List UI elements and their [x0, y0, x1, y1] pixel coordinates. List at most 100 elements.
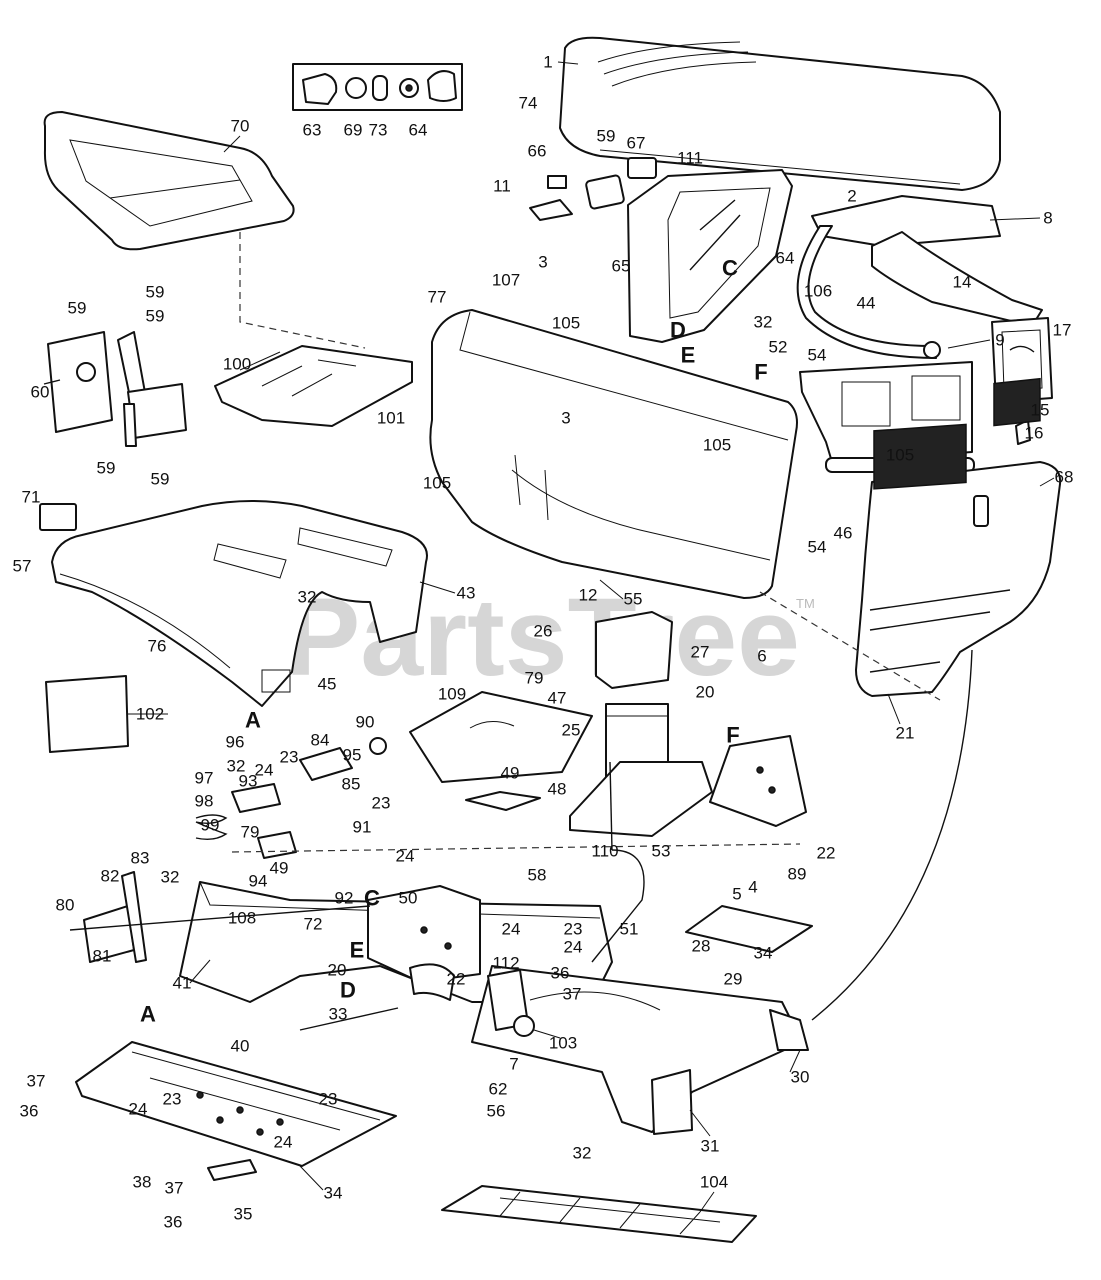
- footrest: [75, 1041, 397, 1181]
- rod-33: [299, 1007, 399, 1031]
- reference-letter: C: [722, 256, 738, 281]
- part-number-label: 54: [808, 346, 827, 365]
- part-number-label: 99: [201, 816, 220, 835]
- part-number-label: 24: [564, 938, 583, 957]
- part-number-label: 96: [226, 733, 245, 752]
- part-number-label: 2: [847, 187, 856, 206]
- part-number-label: 89: [788, 865, 807, 884]
- part-number-label: 49: [270, 859, 289, 878]
- part-number-label: 24: [255, 761, 274, 780]
- part-number-label: 57: [13, 557, 32, 576]
- part-number-label: 26: [534, 622, 553, 641]
- part-number-label: 105: [703, 436, 731, 455]
- part-number-label: 41: [173, 974, 192, 993]
- part-number-label: 77: [428, 288, 447, 307]
- part-number-label: 40: [231, 1037, 250, 1056]
- part-number-label: 58: [528, 866, 547, 885]
- part-number-label: 81: [93, 947, 112, 966]
- part-number-label: 111: [677, 149, 703, 168]
- part-number-label: 27: [691, 643, 710, 662]
- part-number-label: 105: [886, 446, 914, 465]
- part-number-label: 25: [562, 721, 581, 740]
- part-number-label: 67: [627, 134, 646, 153]
- part-number-label: 36: [164, 1213, 183, 1232]
- part-number-label: 104: [700, 1173, 728, 1192]
- part-number-label: 64: [776, 249, 795, 268]
- part-number-label: 6: [757, 647, 766, 666]
- brake-bracket: [69, 871, 371, 963]
- part-number-label: 59: [151, 470, 170, 489]
- part-number-label: 23: [372, 794, 391, 813]
- starter-solenoid: [487, 969, 535, 1037]
- part-number-label: 59: [97, 459, 116, 478]
- part-number-label: 4: [748, 878, 757, 897]
- part-number-label: 21: [896, 724, 915, 743]
- part-number-label: 82: [101, 867, 120, 886]
- part-number-label: 59: [597, 127, 616, 146]
- part-number-label: 60: [31, 383, 50, 402]
- part-number-label: 73: [369, 121, 388, 140]
- part-number-label: 105: [423, 474, 451, 493]
- front-shroud: [429, 309, 798, 599]
- part-number-label: 103: [549, 1034, 577, 1053]
- leader-lines: [128, 61, 1055, 1213]
- part-number-label: 36: [20, 1102, 39, 1121]
- part-number-label: 68: [1055, 468, 1074, 487]
- part-number-label: 36: [551, 964, 570, 983]
- reference-letter: A: [245, 708, 261, 733]
- part-number-label: 37: [165, 1179, 184, 1198]
- part-number-label: 91: [353, 818, 372, 837]
- tool-box: [45, 675, 129, 753]
- part-number-label: 59: [68, 299, 87, 318]
- dashboard-tower: [627, 169, 793, 343]
- part-number-label: 35: [234, 1205, 253, 1224]
- part-number-label: 49: [501, 764, 520, 783]
- part-number-label: 44: [857, 294, 876, 313]
- part-number-label: 23: [280, 748, 299, 767]
- grille: [855, 377, 1062, 697]
- seat: [43, 111, 295, 251]
- seat-mount-leader: [239, 232, 366, 349]
- watermark-trademark: TM: [796, 596, 815, 611]
- reference-letter: F: [754, 360, 767, 385]
- ignition-parts-box: [292, 63, 463, 111]
- part-number-label: 32: [298, 588, 317, 607]
- plate-5: [685, 905, 813, 953]
- part-number-label: 23: [319, 1090, 338, 1109]
- part-number-label: 20: [696, 683, 715, 702]
- hood-leader: [759, 591, 941, 701]
- part-number-label: 5: [732, 885, 741, 904]
- part-number-label: 16: [1025, 424, 1044, 443]
- part-number-label: 28: [692, 937, 711, 956]
- part-number-label: 29: [724, 970, 743, 989]
- part-number-label: 62: [489, 1080, 508, 1099]
- part-number-label: 24: [274, 1133, 293, 1152]
- part-number-label: 102: [136, 705, 164, 724]
- seat-switch-bracket: [43, 331, 187, 447]
- part-number-label: 12: [579, 586, 598, 605]
- part-number-label: 84: [311, 731, 330, 750]
- part-number-label: 63: [303, 121, 322, 140]
- part-number-label: 33: [329, 1005, 348, 1024]
- part-number-label: 72: [304, 915, 323, 934]
- reference-letter: D: [340, 978, 356, 1003]
- fender: [51, 500, 428, 707]
- dash-switch-group: [529, 157, 657, 221]
- hood-hinge-bracket: [796, 195, 1043, 359]
- part-number-label: 71: [22, 488, 41, 507]
- bracket-22: [409, 963, 455, 1001]
- part-number-label: 37: [27, 1072, 46, 1091]
- part-number-label: 85: [342, 775, 361, 794]
- reference-letter: F: [726, 723, 739, 748]
- part-number-label: 70: [231, 117, 250, 136]
- hood-top: [559, 36, 1001, 191]
- part-number-label: 24: [502, 920, 521, 939]
- part-number-label: 46: [834, 524, 853, 543]
- part-number-label: 14: [953, 273, 972, 292]
- part-number-label: 32: [161, 868, 180, 887]
- reference-letter: A: [140, 1002, 156, 1027]
- rear-grating: [441, 1185, 757, 1243]
- part-number-label: 79: [241, 823, 260, 842]
